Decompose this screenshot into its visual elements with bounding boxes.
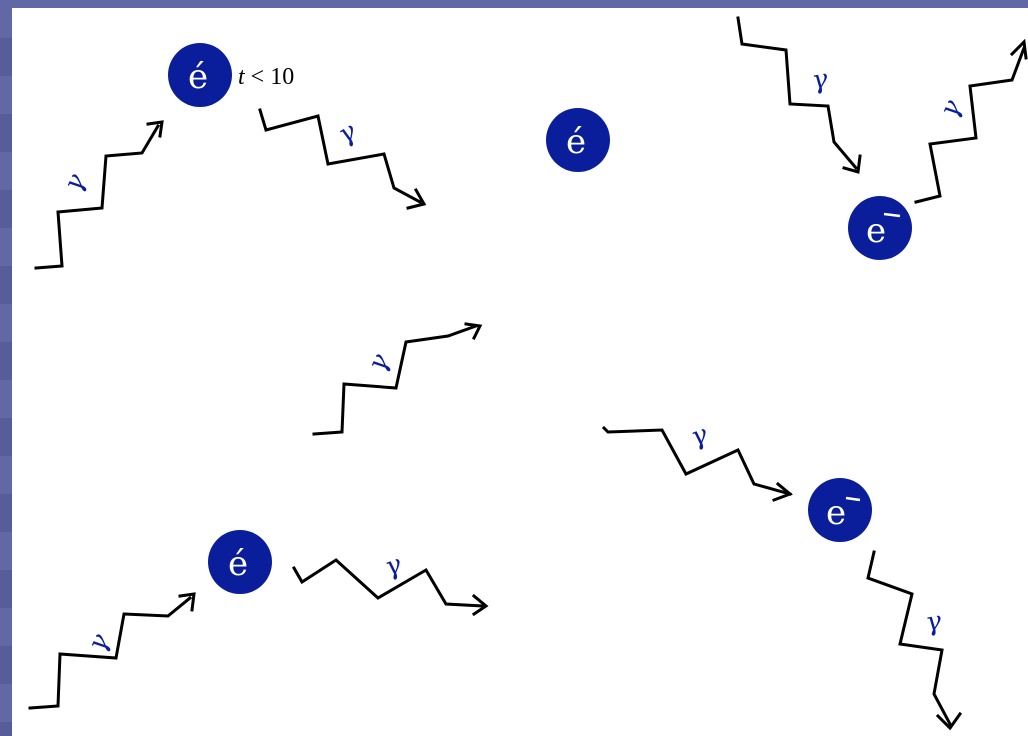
electron-2: é: [546, 108, 610, 172]
electron-label: é: [566, 122, 586, 162]
photon-label: γ: [82, 629, 116, 656]
photon-label: γ: [333, 116, 362, 150]
electron-label: é: [188, 57, 208, 97]
photon-wave-7: [866, 550, 963, 731]
photon-label: γ: [58, 169, 92, 196]
electron-1: é: [168, 43, 232, 107]
electron-label: e: [866, 211, 886, 251]
electron-4: e: [808, 478, 872, 542]
photon-label: γ: [923, 606, 944, 638]
photon-wave-1: [34, 120, 164, 270]
photon-label: γ: [687, 419, 712, 453]
diagram-canvas: [12, 8, 1028, 736]
photon-wave-8: [28, 592, 196, 710]
photon-label: γ: [362, 349, 396, 376]
electron-charge-mark: [883, 212, 901, 218]
photon-wave-5: [312, 322, 483, 436]
photon-label: γ: [934, 95, 968, 122]
electron-charge-mark: [845, 496, 861, 502]
electron-label: e: [826, 493, 846, 533]
photon-wave-3: [736, 16, 862, 174]
electron-5: é: [208, 530, 272, 594]
photon-label: γ: [381, 549, 406, 583]
photon-wave-4: [914, 38, 1028, 204]
photon-label: γ: [810, 64, 831, 96]
electron-label: é: [228, 544, 248, 584]
photon-wave-9: [291, 558, 489, 617]
electron-3: e: [848, 196, 912, 260]
photon-wave-6: [601, 425, 793, 502]
time-condition-label: t < 10: [238, 64, 294, 90]
photon-wave-2: [258, 108, 427, 210]
